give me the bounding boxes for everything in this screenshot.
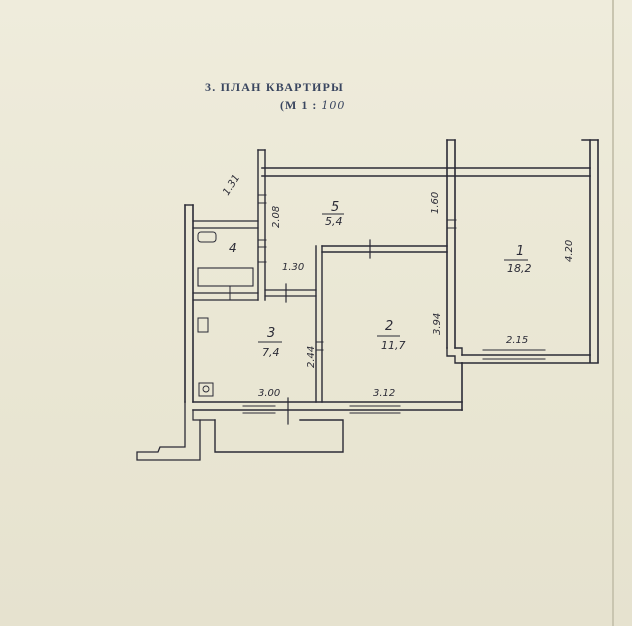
door-room1: [446, 219, 457, 229]
bathtub: [197, 267, 254, 287]
balcony-left-ext: [192, 409, 216, 421]
page-margin-line: [612, 0, 614, 626]
dim-3-94: 3.94: [432, 313, 443, 335]
wall-left: [184, 204, 194, 403]
wall-top: [261, 167, 591, 177]
balcony: [214, 419, 344, 453]
wall-corridor: [192, 220, 259, 229]
door-room4: [257, 239, 267, 248]
dim-2-08: 2.08: [271, 206, 282, 228]
wall-room4-room3: [192, 289, 317, 301]
dim-3-00: 3.00: [258, 388, 280, 399]
room-5-number: 5: [331, 200, 339, 215]
room-3-area: 7,4: [262, 346, 280, 359]
room-1-number: 1: [516, 244, 524, 259]
wall-right: [589, 139, 599, 363]
dim-1-30: 1.30: [282, 262, 304, 273]
wall-room2-room3: [315, 245, 323, 403]
scale-prefix: (М 1 :: [280, 98, 318, 112]
entrance-stub: [136, 401, 201, 461]
wall-room5-room2: [321, 245, 448, 253]
toilet: [197, 317, 209, 333]
window-room3: [242, 401, 276, 414]
door-bath-1: [257, 194, 267, 204]
stove-burner: [202, 385, 210, 393]
room-5-area: 5,4: [325, 215, 343, 228]
dim-2-15: 2.15: [506, 335, 528, 346]
window-room1: [482, 349, 546, 364]
wall-bath: [257, 149, 266, 301]
room-1-area: 18,2: [507, 262, 532, 275]
door-room2-room3: [315, 341, 324, 351]
wall-room1-left: [446, 139, 456, 349]
dim-4-20: 4.20: [564, 240, 575, 262]
scale-value: 100: [321, 99, 346, 112]
room-2-area: 11,7: [381, 339, 406, 352]
room-2-number: 2: [385, 319, 393, 334]
room-3-number: 3: [267, 326, 275, 341]
washbasin: [197, 231, 217, 243]
dim-3-12: 3.12: [373, 388, 395, 399]
dim-1-60: 1.60: [430, 192, 441, 214]
window-room2: [349, 401, 401, 414]
plan-scale: (М 1 : 100: [280, 98, 345, 113]
stove: [198, 382, 214, 397]
room-4-number: 4: [229, 241, 237, 255]
dim-1-31: 1.31: [221, 173, 242, 198]
plan-title: 3. ПЛАН КВАРТИРЫ: [205, 80, 345, 94]
wall-bottom-main: [192, 401, 463, 411]
dim-2-44: 2.44: [306, 346, 317, 368]
wall-step: [446, 347, 463, 364]
